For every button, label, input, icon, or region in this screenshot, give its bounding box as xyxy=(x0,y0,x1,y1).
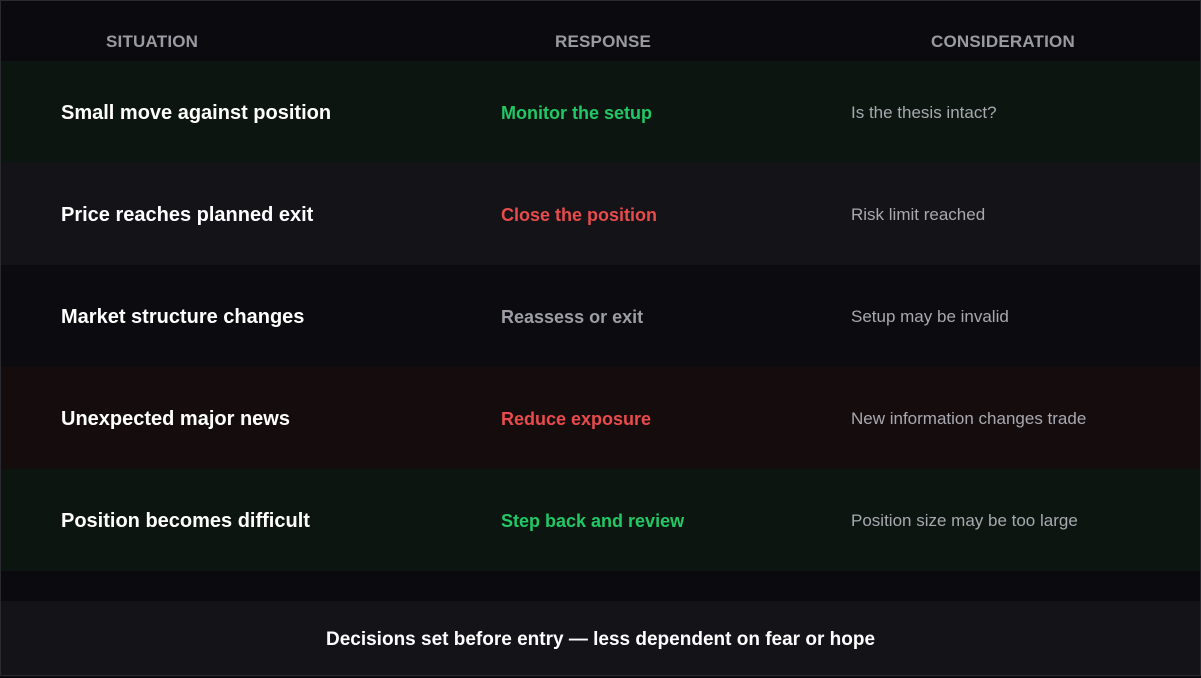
footer-banner: Decisions set before entry — less depend… xyxy=(1,601,1200,675)
response-cell: Reduce exposure xyxy=(501,409,652,429)
table-row: Position becomes difficult Step back and… xyxy=(1,469,1200,571)
header-consideration: CONSIDERATION xyxy=(931,32,1075,51)
header-response: RESPONSE xyxy=(555,32,652,51)
table-body: Small move against position Monitor the … xyxy=(1,61,1200,571)
consideration-cell: Is the thesis intact? xyxy=(851,103,997,122)
response-cell: Step back and review xyxy=(501,511,685,531)
response-cell: Reassess or exit xyxy=(501,307,644,327)
table-row: Market structure changes Reassess or exi… xyxy=(1,265,1200,367)
situation-cell: Position becomes difficult xyxy=(61,510,310,532)
consideration-cell: Setup may be invalid xyxy=(851,307,1009,326)
consideration-cell: Position size may be too large xyxy=(851,511,1078,530)
situation-cell: Price reaches planned exit xyxy=(61,204,314,226)
table-row: Small move against position Monitor the … xyxy=(1,61,1200,163)
consideration-cell: Risk limit reached xyxy=(851,205,986,224)
header-situation: SITUATION xyxy=(106,32,199,51)
table-header: SITUATION RESPONSE CONSIDERATION xyxy=(1,1,1200,61)
situation-cell: Small move against position xyxy=(61,102,332,124)
footer-text: Decisions set before entry — less depend… xyxy=(325,629,876,650)
situation-cell: Market structure changes xyxy=(61,306,305,328)
consideration-cell: New information changes trade xyxy=(851,409,1087,428)
table-row: Unexpected major news Reduce exposure Ne… xyxy=(1,367,1200,469)
table-row: Price reaches planned exit Close the pos… xyxy=(1,163,1200,265)
response-cell: Monitor the setup xyxy=(501,103,652,123)
situation-cell: Unexpected major news xyxy=(61,408,290,430)
response-cell: Close the position xyxy=(501,205,658,225)
